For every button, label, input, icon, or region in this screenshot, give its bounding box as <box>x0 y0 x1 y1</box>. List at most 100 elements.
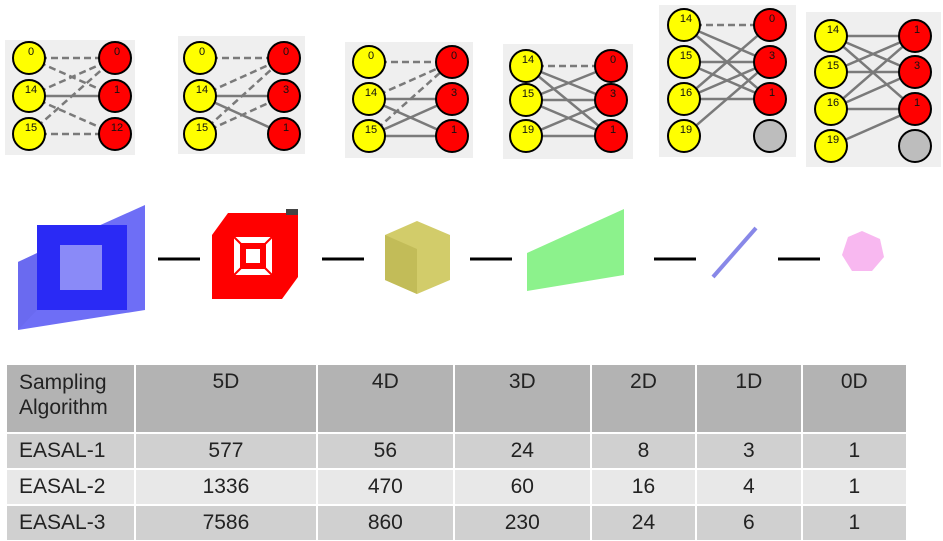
yellow-node <box>509 49 543 83</box>
red-node-label: 0 <box>283 46 289 58</box>
yellow-node-label: 15 <box>196 122 208 134</box>
sampling-table: Sampling Algorithm 5D 4D 3D 2D 1D 0D EAS… <box>5 365 908 540</box>
grey-node <box>753 119 787 153</box>
cell-5d: 1336 <box>136 468 316 504</box>
cell-1d: 4 <box>697 468 801 504</box>
red-node-label: 3 <box>283 84 289 96</box>
red-node <box>267 117 301 151</box>
red-node <box>753 45 787 79</box>
yellow-node <box>667 119 701 153</box>
yellow-node <box>352 82 386 116</box>
yellow-node-label: 15 <box>365 124 377 136</box>
yellow-node-label: 14 <box>522 54 534 66</box>
0d-shape <box>842 231 884 271</box>
red-node-label: 0 <box>114 46 120 58</box>
yellow-node-label: 14 <box>680 13 692 25</box>
table-header-row: Sampling Algorithm 5D 4D 3D 2D 1D 0D <box>7 365 906 432</box>
4d-shape <box>212 209 298 299</box>
cell-2d: 16 <box>591 468 696 504</box>
table-row: EASAL-2 1336 470 60 16 4 1 <box>7 468 906 504</box>
red-node <box>267 79 301 113</box>
red-node <box>98 117 132 151</box>
yellow-node-label: 16 <box>827 97 839 109</box>
cell-algorithm: EASAL-2 <box>7 468 134 504</box>
cell-2d: 8 <box>591 432 696 468</box>
header-5d: 5D <box>136 365 316 432</box>
yellow-node <box>183 117 217 151</box>
header-4d: 4D <box>317 365 453 432</box>
table-row: EASAL-3 7586 860 230 24 6 1 <box>7 504 906 540</box>
red-node-label: 1 <box>610 124 616 136</box>
cell-4d: 860 <box>317 504 453 540</box>
red-node <box>898 92 932 126</box>
yellow-node <box>12 117 46 151</box>
2d-shape <box>527 209 624 291</box>
yellow-node <box>814 92 848 126</box>
cell-algorithm: EASAL-3 <box>7 504 134 540</box>
red-node <box>594 83 628 117</box>
3d-shape <box>385 221 450 294</box>
grey-node <box>898 129 932 163</box>
red-node <box>267 41 301 75</box>
yellow-node-label: 14 <box>25 84 37 96</box>
graph-edge <box>199 57 285 135</box>
yellow-node <box>183 41 217 75</box>
yellow-node-label: 15 <box>522 88 534 100</box>
red-node-label: 3 <box>914 60 920 72</box>
red-node <box>435 119 469 153</box>
dimension-shapes <box>18 205 884 330</box>
yellow-node <box>667 45 701 79</box>
yellow-node <box>667 8 701 42</box>
yellow-node-label: 19 <box>522 124 534 136</box>
cell-3d: 60 <box>454 468 590 504</box>
cell-4d: 470 <box>317 468 453 504</box>
yellow-node-label: 15 <box>25 122 37 134</box>
table-row: EASAL-1 577 56 24 8 3 1 <box>7 432 906 468</box>
yellow-node-label: 14 <box>365 87 377 99</box>
header-0d: 0D <box>802 365 906 432</box>
header-sampling-algorithm: Sampling Algorithm <box>7 365 134 432</box>
cell-algorithm: EASAL-1 <box>7 432 134 468</box>
red-node-label: 1 <box>914 97 920 109</box>
header-2d: 2D <box>591 365 696 432</box>
red-node-label: 0 <box>451 50 457 62</box>
cell-4d: 56 <box>317 432 453 468</box>
yellow-node-label: 15 <box>827 60 839 72</box>
cell-0d: 1 <box>802 468 906 504</box>
red-node <box>594 119 628 153</box>
yellow-node-label: 19 <box>680 124 692 136</box>
yellow-node-label: 0 <box>28 46 34 58</box>
yellow-node <box>12 41 46 75</box>
red-node-label: 1 <box>114 84 120 96</box>
yellow-node <box>814 19 848 53</box>
cell-1d: 6 <box>697 504 801 540</box>
red-node <box>898 19 932 53</box>
yellow-node-label: 19 <box>827 134 839 146</box>
red-node-label: 0 <box>769 13 775 25</box>
red-node-label: 1 <box>914 24 920 36</box>
red-node <box>594 49 628 83</box>
yellow-node-label: 14 <box>196 84 208 96</box>
graph-edge <box>683 61 771 137</box>
red-node-label: 1 <box>451 124 457 136</box>
cell-0d: 1 <box>802 432 906 468</box>
red-node-label: 3 <box>451 87 457 99</box>
red-node <box>898 55 932 89</box>
yellow-node <box>814 55 848 89</box>
cell-3d: 230 <box>454 504 590 540</box>
yellow-node <box>352 45 386 79</box>
graph-edge <box>368 61 453 137</box>
red-node-label: 1 <box>769 87 775 99</box>
red-node <box>98 79 132 113</box>
yellow-node <box>352 119 386 153</box>
